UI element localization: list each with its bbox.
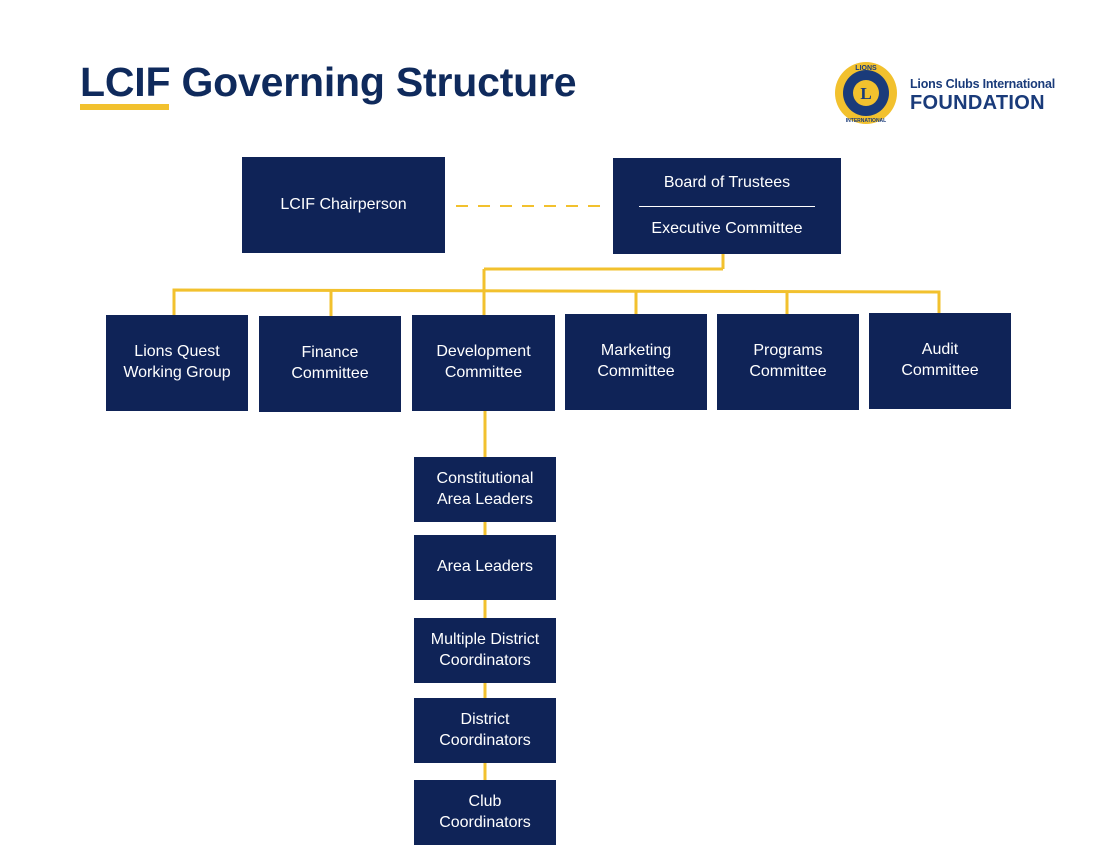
committee-line1: Lions Quest xyxy=(134,343,220,361)
chain-district-coordinators: District Coordinators xyxy=(414,698,556,763)
committee-programs: Programs Committee xyxy=(717,314,859,410)
board-label: Board of Trustees xyxy=(663,173,791,191)
chain-line1: Club xyxy=(468,792,502,810)
board-divider xyxy=(639,205,815,207)
chain-area-leaders: Area Leaders xyxy=(414,535,556,600)
committee-development: Development Committee xyxy=(412,315,555,411)
lions-emblem-icon: L LIONS INTERNATIONAL xyxy=(835,62,897,124)
chain-line1: District xyxy=(460,710,510,728)
committee-line2: Committee xyxy=(749,363,827,380)
title-rest: Governing Structure xyxy=(170,59,577,105)
emblem-top-text: LIONS xyxy=(855,65,877,72)
committee-audit: Audit Committee xyxy=(869,313,1011,409)
executive-label: Executive Committee xyxy=(651,219,803,237)
chairperson-box: LCIF Chairperson xyxy=(242,157,445,253)
chain-line2: Area Leaders xyxy=(436,490,534,508)
committee-line1: Audit xyxy=(921,341,959,359)
logo-wordmark: Lions Clubs International FOUNDATION xyxy=(910,77,1055,115)
title-underline xyxy=(80,104,169,110)
logo-line1: Lions Clubs International xyxy=(910,77,1056,91)
emblem-bottom-text: INTERNATIONAL xyxy=(846,118,886,124)
logo-line2: FOUNDATION xyxy=(910,92,1045,114)
chain-line1: Multiple District xyxy=(430,630,540,648)
emblem-letter: L xyxy=(860,84,871,103)
committee-line2: Working Group xyxy=(123,364,231,381)
chain-multiple-district-coordinators: Multiple District Coordinators xyxy=(414,618,556,683)
chain-line2: Coordinators xyxy=(439,813,531,831)
chairperson-label: LCIF Chairperson xyxy=(280,195,407,213)
committee-line2: Committee xyxy=(597,363,675,380)
committee-lions-quest: Lions Quest Working Group xyxy=(106,315,248,411)
committee-line1: Finance xyxy=(301,344,359,362)
chain-line1: Constitutional xyxy=(436,469,534,487)
committee-line1: Marketing xyxy=(600,342,672,360)
committee-line1: Development xyxy=(436,343,531,361)
committee-line1: Programs xyxy=(753,342,823,360)
chain-line1: Area Leaders xyxy=(436,558,534,576)
committee-marketing: Marketing Committee xyxy=(565,314,707,410)
committee-line2: Committee xyxy=(444,364,523,381)
chain-club-coordinators: Club Coordinators xyxy=(414,780,556,845)
committee-line2: Committee xyxy=(901,362,979,379)
chain-constitutional-area-leaders: Constitutional Area Leaders xyxy=(414,457,556,522)
title-prefix: LCIF xyxy=(80,59,171,105)
committee-finance: Finance Committee xyxy=(259,316,401,412)
chain-line2: Coordinators xyxy=(439,651,531,669)
lcif-logo: L LIONS INTERNATIONAL Lions Clubs Intern… xyxy=(830,60,1060,128)
board-box: Board of Trustees Executive Committee xyxy=(613,158,841,254)
chain-line2: Coordinators xyxy=(439,731,531,749)
committee-bus-line xyxy=(172,288,941,315)
page-title: LCIF Governing Structure xyxy=(80,59,577,105)
committee-line2: Committee xyxy=(291,365,369,382)
